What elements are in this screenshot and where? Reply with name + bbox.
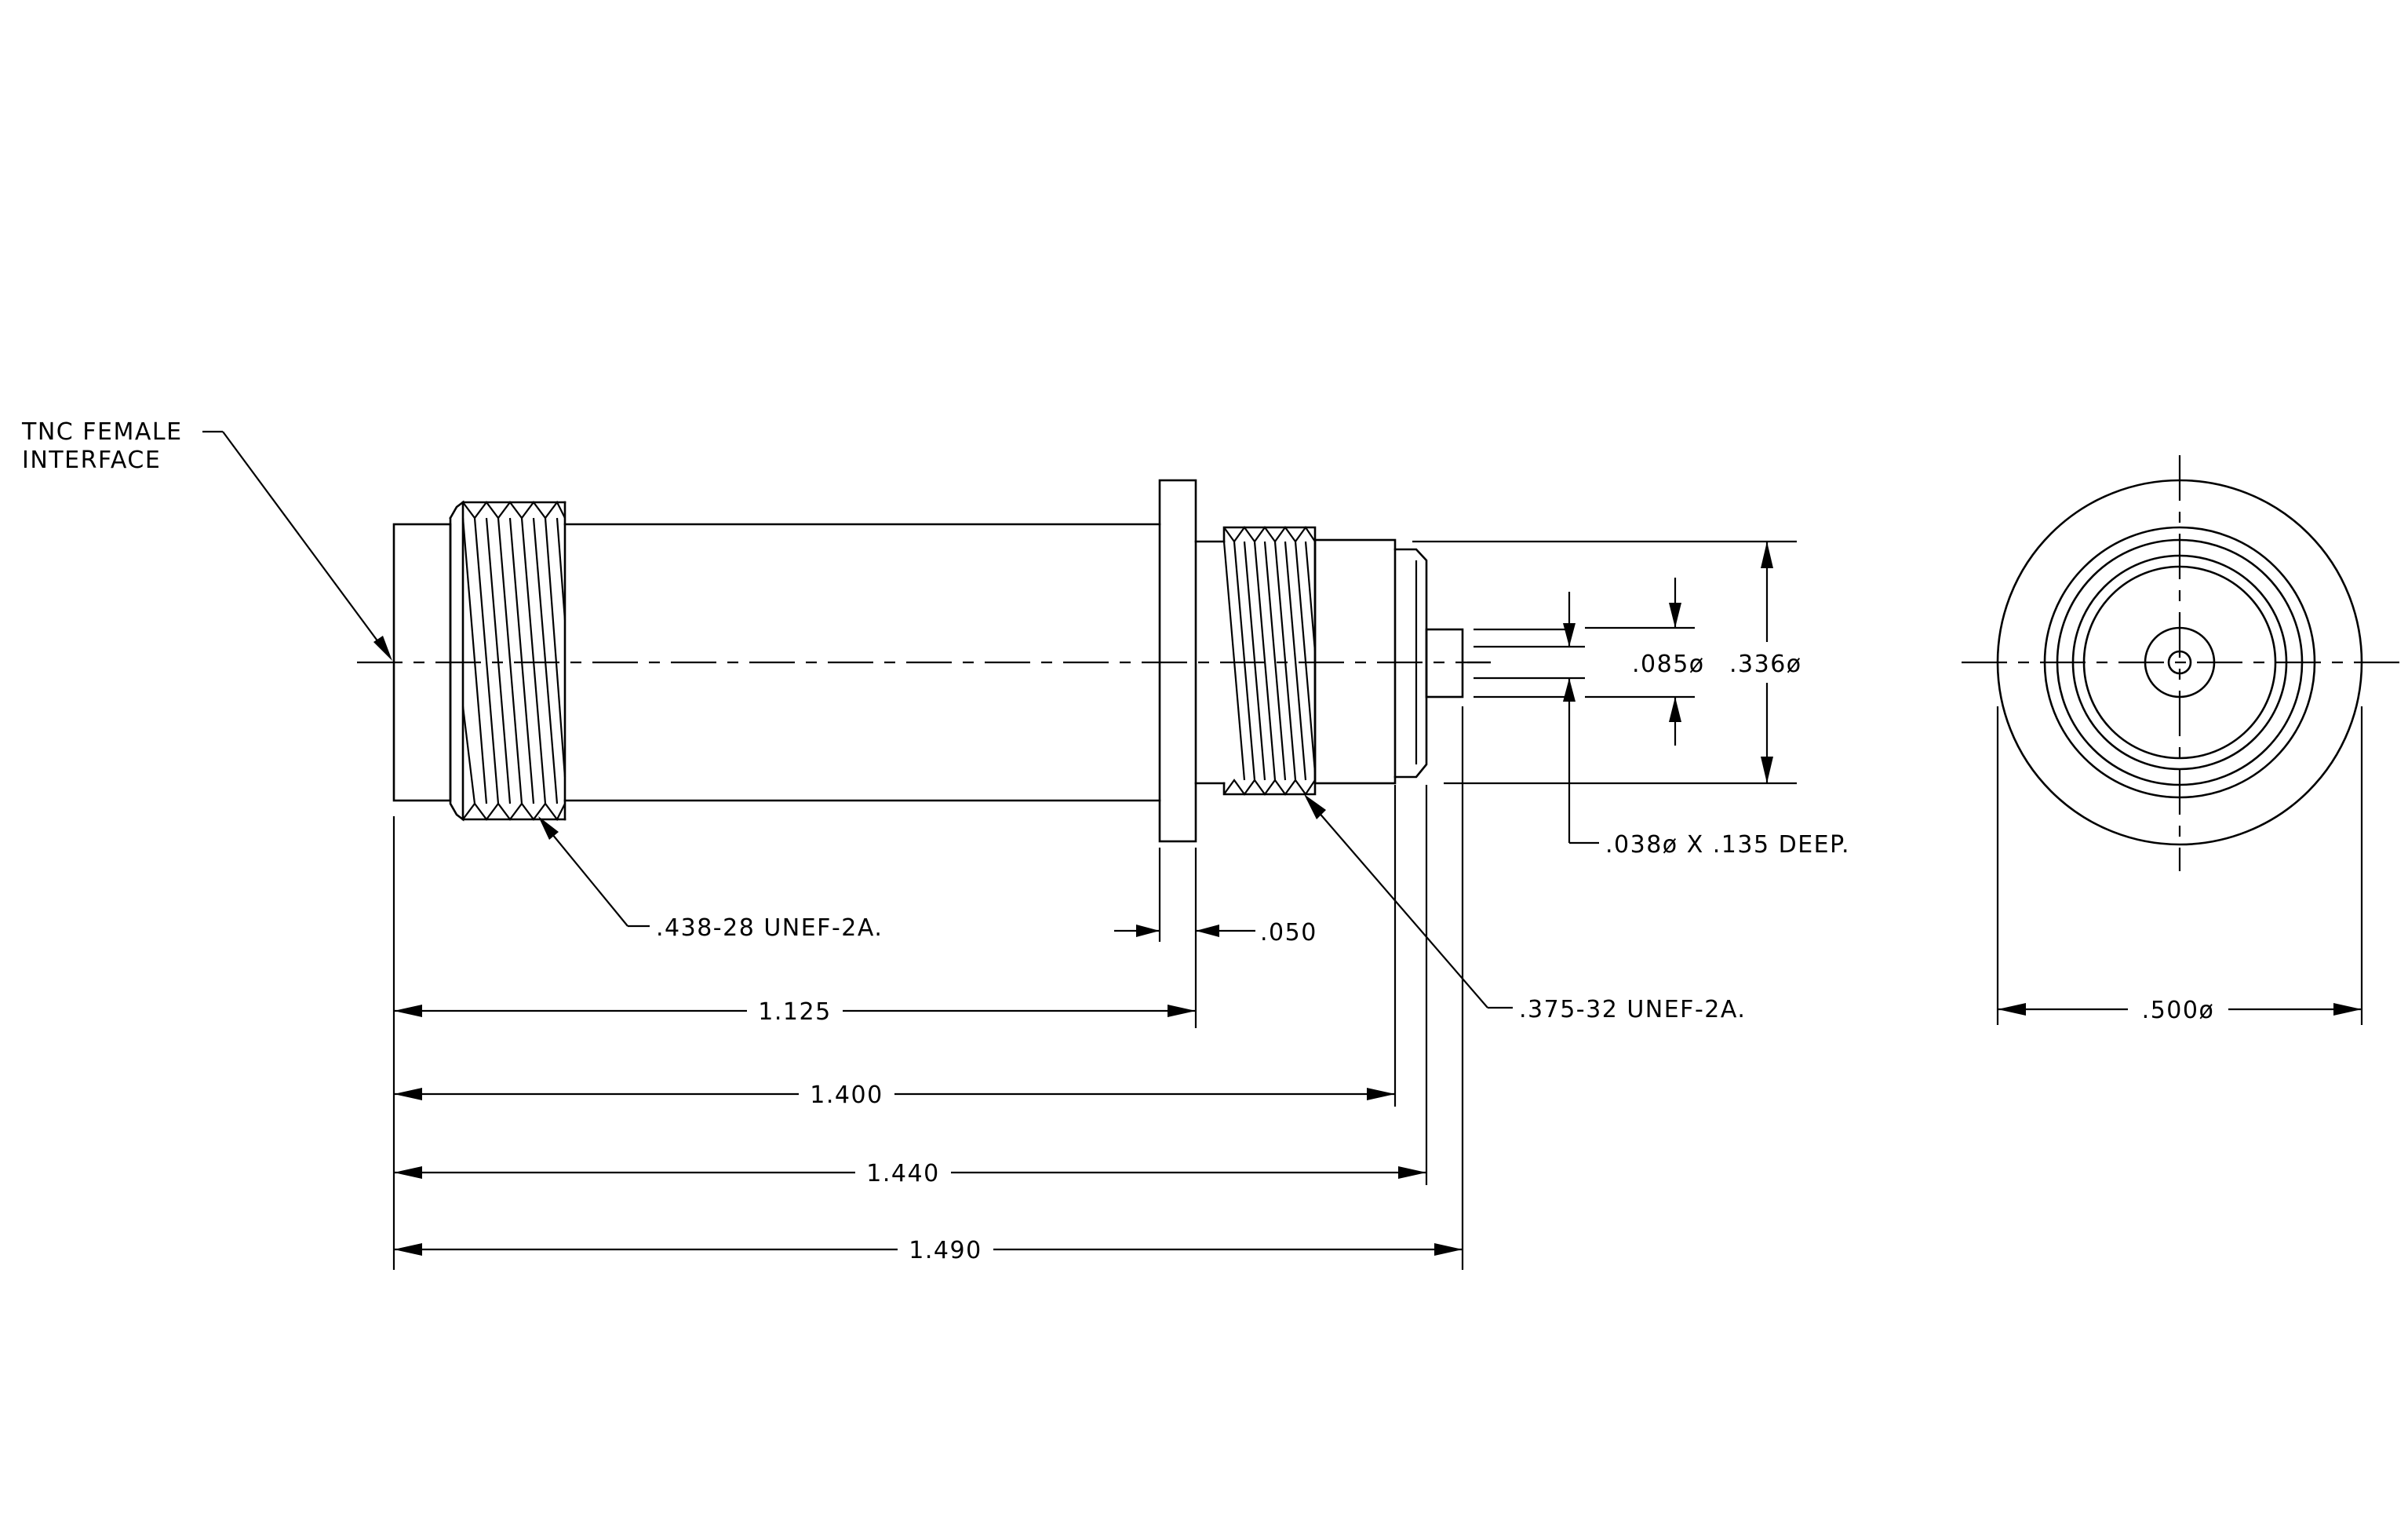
large-thread	[449, 500, 566, 822]
dim-050: .050	[1114, 919, 1317, 947]
dim-1125-label: 1.125	[758, 998, 831, 1026]
main-barrel	[563, 523, 1161, 802]
leader-thread-small: .375-32 UNEF-2A.	[1304, 794, 1746, 1023]
thread-large-label: .438-28 UNEF-2A.	[656, 914, 883, 942]
extension-lines	[392, 540, 1797, 1270]
dim-1400-label: 1.400	[810, 1081, 883, 1109]
dim-085-label: .085ø	[1632, 651, 1705, 678]
leader-thread-large: .438-28 UNEF-2A.	[538, 816, 883, 942]
side-view	[357, 479, 1585, 843]
dim-500: .500ø	[1998, 997, 2362, 1024]
small-thread	[1194, 526, 1317, 796]
dim-085: .085ø	[1632, 578, 1705, 746]
thread-small-label: .375-32 UNEF-2A.	[1519, 996, 1746, 1023]
dim-336-label: .336ø	[1729, 651, 1802, 678]
dim-1125: 1.125	[394, 998, 1196, 1026]
interface-label-line2: INTERFACE	[22, 447, 161, 474]
dim-1440-label: 1.440	[866, 1160, 939, 1187]
flange	[1158, 479, 1197, 843]
dim-050-label: .050	[1260, 919, 1317, 947]
dim-1440: 1.440	[394, 1160, 1426, 1187]
dim-1490-label: 1.490	[909, 1237, 982, 1264]
dim-500-label: .500ø	[2142, 997, 2215, 1024]
end-view	[1962, 455, 2401, 1025]
dim-1490: 1.490	[394, 1237, 1463, 1264]
dim-038-label: .038ø X .135 DEEP.	[1605, 831, 1850, 859]
dim-038: .038ø X .135 DEEP.	[1563, 592, 1850, 859]
interface-label-line1: TNC FEMALE	[21, 418, 183, 446]
hole-lines	[1474, 628, 1585, 698]
leader-interface: TNC FEMALE INTERFACE	[21, 418, 392, 661]
dim-336: .336ø	[1729, 542, 1802, 783]
dim-1400: 1.400	[394, 1081, 1395, 1109]
